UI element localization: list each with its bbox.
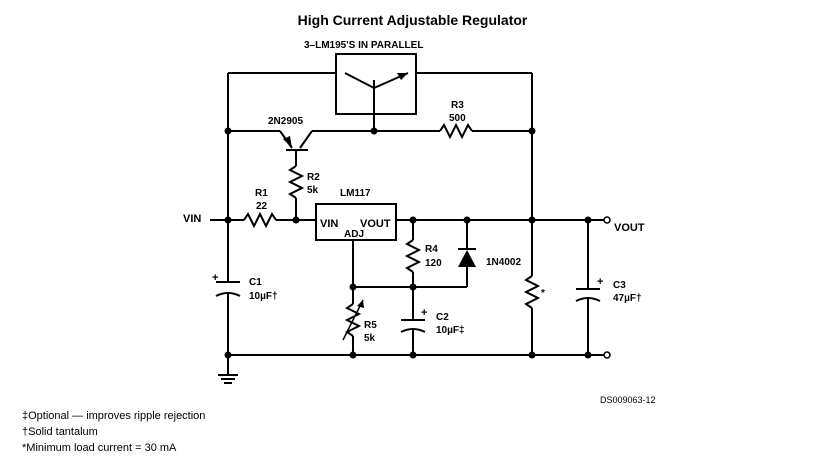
lm195-label: 3–LM195'S IN PARALLEL <box>304 40 423 51</box>
load-resistor <box>523 220 541 355</box>
c3-value: 47µF† <box>613 293 642 304</box>
rail-r3 <box>224 122 536 140</box>
capacitor-c3 <box>575 220 601 355</box>
load-star-label: * <box>541 288 545 299</box>
r5-name: R5 <box>364 320 377 331</box>
c2-plus-sign: + <box>421 307 427 319</box>
r4-name: R4 <box>425 244 438 255</box>
resistor-r4 <box>404 220 422 287</box>
r2-name: R2 <box>307 172 320 183</box>
lm117-label: LM117 <box>340 188 371 199</box>
vout-terminal-label: VOUT <box>614 222 645 234</box>
r3-value: 500 <box>449 113 466 124</box>
q-2n2905-label: 2N2905 <box>268 116 303 127</box>
lm117-vout-pin: VOUT <box>360 218 391 230</box>
top-rail <box>227 72 533 222</box>
footnote-optional: ‡Optional — improves ripple rejection <box>22 410 206 422</box>
diode-label: 1N4002 <box>486 257 521 268</box>
transistor-2n2905 <box>279 130 313 166</box>
c2-name: C2 <box>436 312 449 323</box>
c3-plus-sign: + <box>597 276 603 288</box>
ground-rail <box>218 351 611 384</box>
vout-rail <box>396 216 611 224</box>
diode-1n4002 <box>458 220 476 287</box>
adj-rail <box>349 283 467 291</box>
document-id: DS009063-12 <box>600 395 656 405</box>
resistor-r2 <box>287 165 305 220</box>
lm117-vin-pin: VIN <box>320 218 338 230</box>
r5-value: 5k <box>364 333 376 344</box>
resistor-r5-variable <box>342 287 364 355</box>
c1-plus-sign: + <box>212 272 218 284</box>
lm117-regulator <box>315 203 397 287</box>
r3-name: R3 <box>451 100 464 111</box>
capacitor-c2 <box>400 287 426 355</box>
c3-name: C3 <box>613 280 626 291</box>
lm117-adj-pin: ADJ <box>344 229 364 240</box>
vin-terminal-label: VIN <box>183 213 201 225</box>
r4-value: 120 <box>425 258 442 269</box>
lm195-parallel-transistor <box>335 53 417 131</box>
c2-value: 10µF‡ <box>436 325 465 336</box>
r1-name: R1 <box>255 188 268 199</box>
c1-value: 10µF† <box>249 291 278 302</box>
footnote-min-load: *Minimum load current = 30 mA <box>22 442 177 454</box>
r2-value: 5k <box>307 185 319 196</box>
r1-value: 22 <box>256 201 268 212</box>
footnote-solid-tantalum: †Solid tantalum <box>22 426 98 438</box>
c1-name: C1 <box>249 277 262 288</box>
capacitor-c1 <box>215 281 241 355</box>
vin-rail <box>210 131 316 282</box>
diagram-title: High Current Adjustable Regulator <box>297 12 528 28</box>
